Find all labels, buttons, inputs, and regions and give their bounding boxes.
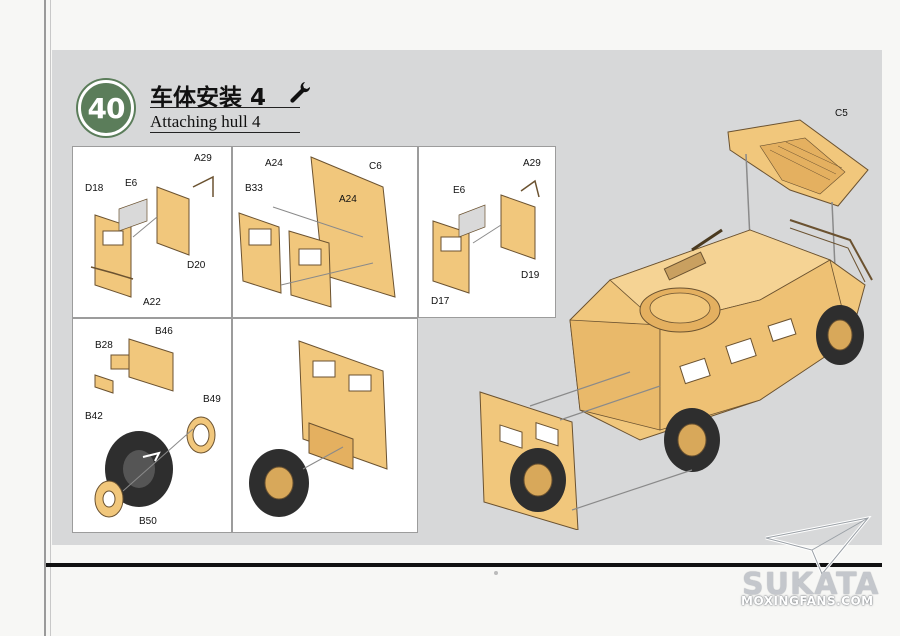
part-label-b46: B46 <box>155 326 173 337</box>
sub-panel-1-illustration <box>90 175 214 298</box>
sub-panel-5-illustration <box>249 340 388 517</box>
part-label-e6-left: E6 <box>125 178 138 189</box>
sub-panel-4: B28 B46 B42 B49 B50 <box>72 318 232 533</box>
part-label-c5: C5 <box>835 108 848 119</box>
part-label-b28: B28 <box>95 340 113 351</box>
title-underline-cn <box>150 107 300 108</box>
step-title-chinese: 车体安装 4 <box>150 85 267 111</box>
wrench-icon <box>290 82 310 103</box>
part-label-a29-right: A29 <box>523 158 541 169</box>
sub-panel-3: A29 E6 D17 D19 <box>418 146 556 318</box>
watermark-brand: SUKATA <box>742 567 880 602</box>
part-label-d19: D19 <box>521 270 540 281</box>
title-underline-en <box>150 132 300 133</box>
step-title-english: Attaching hull 4 <box>150 112 261 131</box>
part-label-b42: B42 <box>85 411 103 422</box>
sub-panel-2-illustration <box>238 156 396 308</box>
part-label-b49: B49 <box>203 394 221 405</box>
part-label-d17: D17 <box>431 296 450 307</box>
rear-wheel <box>664 408 720 472</box>
part-label-a24-mid: A24 <box>339 194 357 205</box>
page-marker <box>494 571 498 575</box>
sub-panel-4-illustration <box>94 338 216 518</box>
page-bottom-rule <box>46 563 882 567</box>
watermark-site: MOXINGFANS.COM <box>741 594 874 608</box>
part-label-e6-right: E6 <box>453 185 466 196</box>
main-vehicle-illustration <box>479 119 873 530</box>
part-label-d18: D18 <box>85 183 104 194</box>
sub-panel-1: A29 E6 D18 D20 A22 <box>72 146 232 318</box>
sub-panel-5 <box>232 318 418 533</box>
part-label-b33: B33 <box>245 183 263 194</box>
rear-door-assembly <box>479 391 579 530</box>
binding-line-inner <box>50 0 51 636</box>
hull-body <box>569 219 873 441</box>
front-wheel <box>816 305 864 365</box>
part-label-c6: C6 <box>369 161 382 172</box>
step-number-badge: 40 <box>78 80 134 136</box>
part-label-b50: B50 <box>139 516 157 527</box>
part-label-a29-left: A29 <box>194 153 212 164</box>
part-label-a24-top: A24 <box>265 158 283 169</box>
sub-panel-2: A24 C6 B33 A24 <box>232 146 418 318</box>
part-label-a22: A22 <box>143 297 161 308</box>
hood-part-c5 <box>727 119 869 207</box>
sub-panel-3-illustration <box>432 179 540 294</box>
part-label-d20: D20 <box>187 260 206 271</box>
sukata-logo-icon <box>765 516 872 576</box>
binding-line <box>44 0 46 636</box>
